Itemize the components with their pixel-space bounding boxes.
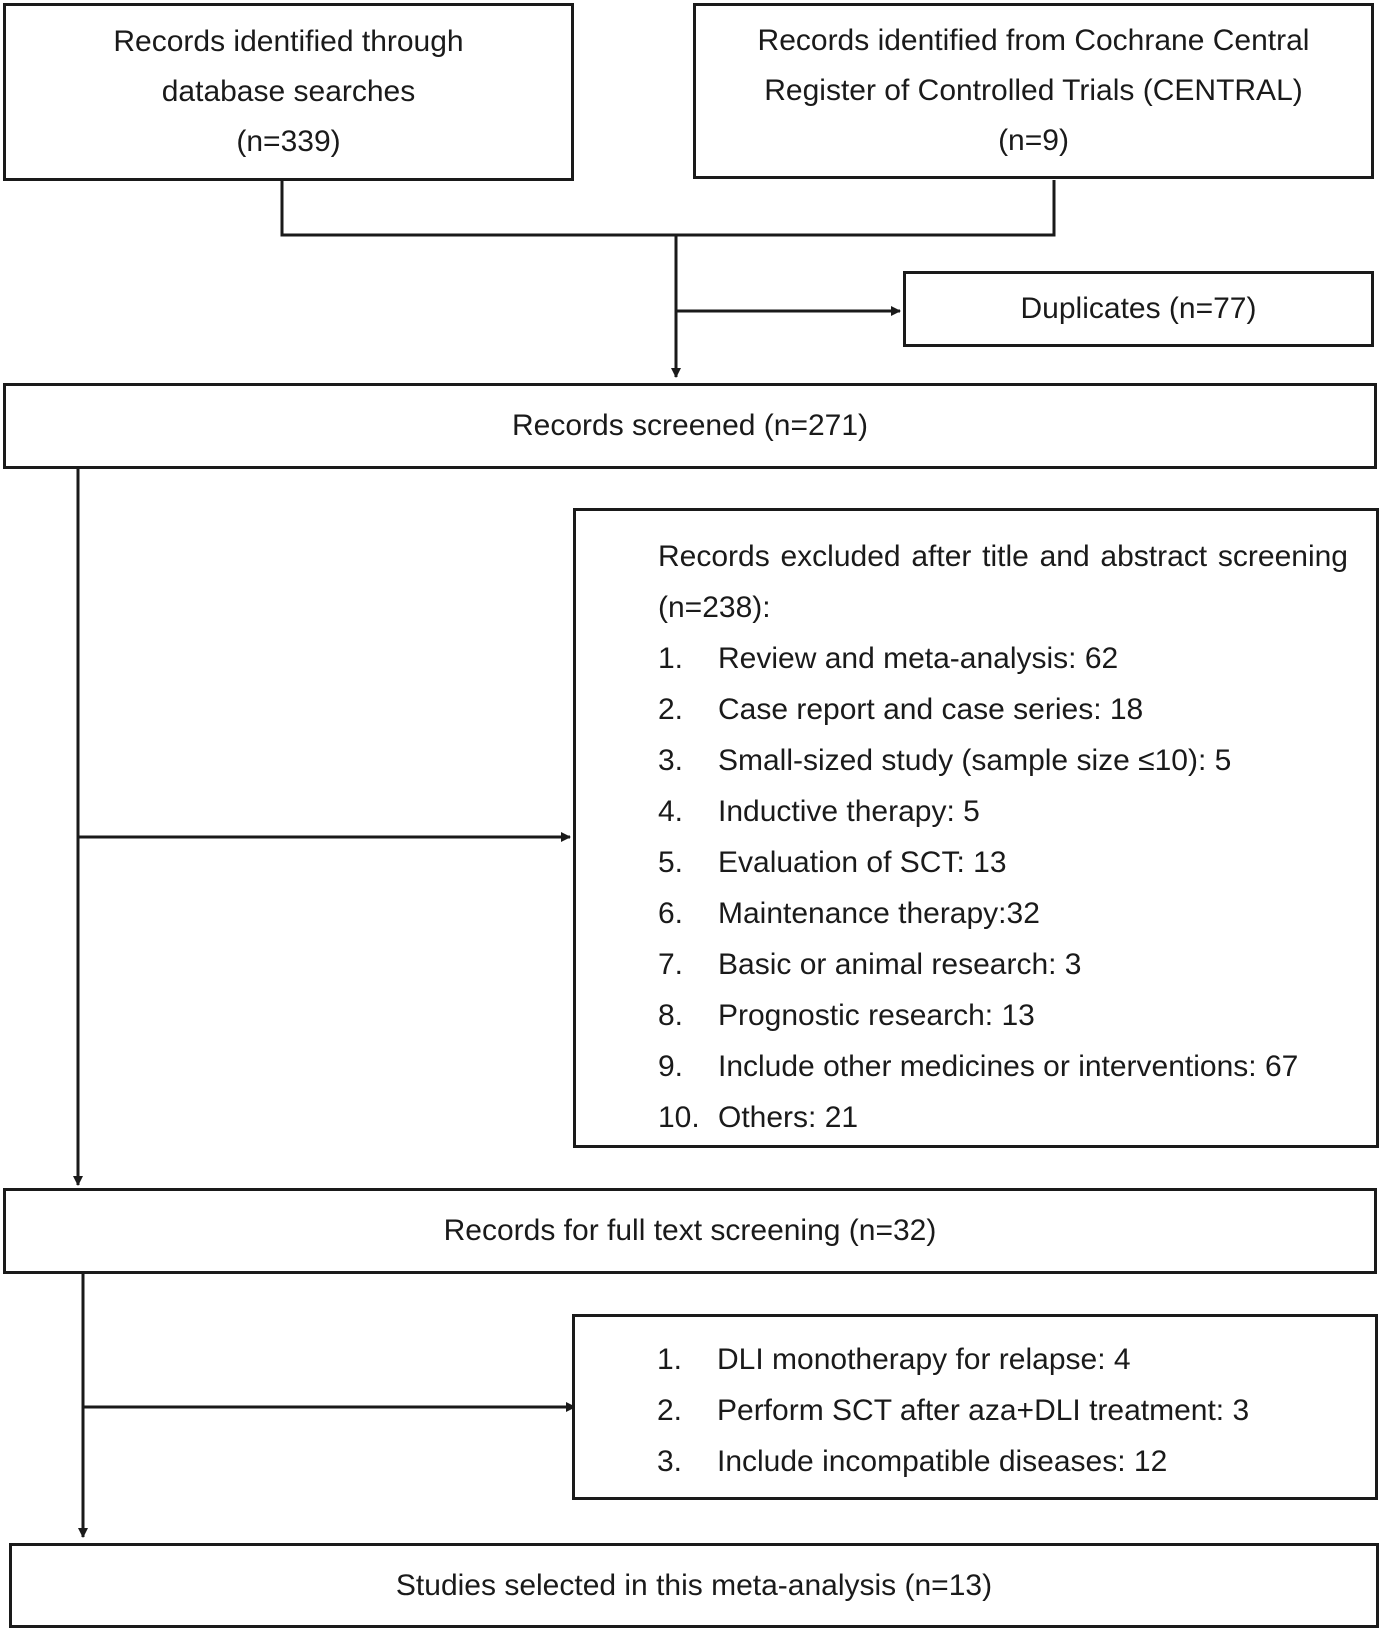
list-item-number: 4. <box>658 795 684 828</box>
list-item-number: 10. <box>658 1101 700 1134</box>
list-item-text: Basic or animal research: 3 <box>718 948 1082 981</box>
list-item-text: Small-sized study (sample size ≤10): 5 <box>718 744 1232 777</box>
fulltext-box: Records for full text screening (n=32) <box>3 1188 1377 1274</box>
list-item-text: Include incompatible diseases: 12 <box>717 1445 1168 1478</box>
central-line-3: (n=9) <box>998 124 1069 157</box>
list-item: 3. Small-sized study (sample size ≤10): … <box>658 735 1348 786</box>
list-item-text: Perform SCT after aza+DLI treatment: 3 <box>717 1394 1250 1427</box>
list-item-text: Include other medicines or interventions… <box>718 1050 1299 1083</box>
screened-label: Records screened (n=271) <box>511 409 869 442</box>
list-item-number: 8. <box>658 999 684 1032</box>
list-item-number: 3. <box>657 1445 683 1478</box>
central-box: Records identified from Cochrane Central… <box>693 3 1374 179</box>
list-item: 2. Perform SCT after aza+DLI treatment: … <box>657 1385 1355 1436</box>
list-item-number: 1. <box>658 642 684 675</box>
list-item-text: Case report and case series: 18 <box>718 693 1144 726</box>
db-search-box: Records identified through database sear… <box>3 3 574 181</box>
list-item-number: 5. <box>658 846 684 879</box>
excluded-title-intro: Records excluded after title and abstrac… <box>658 540 1348 624</box>
list-item-number: 3. <box>658 744 684 777</box>
list-item: 3. Include incompatible diseases: 12 <box>657 1436 1355 1487</box>
list-item-number: 1. <box>657 1343 683 1376</box>
list-item: 1. Review and meta-analysis: 62 <box>658 633 1348 684</box>
duplicates-box: Duplicates (n=77) <box>903 271 1374 347</box>
excluded-fulltext-box: 1. DLI monotherapy for relapse: 4 2. Per… <box>572 1314 1378 1500</box>
list-item: 9. Include other medicines or interventi… <box>658 1041 1348 1092</box>
db-search-line-2: database searches <box>161 75 416 108</box>
list-item-text: Prognostic research: 13 <box>718 999 1035 1032</box>
list-item: 10. Others: 21 <box>658 1092 1348 1143</box>
list-item-text: Evaluation of SCT: 13 <box>718 846 1007 879</box>
list-item-number: 9. <box>658 1050 684 1083</box>
db-search-line-1: Records identified through <box>113 25 464 58</box>
list-item-text: Review and meta-analysis: 62 <box>718 642 1119 675</box>
db-search-line-3: (n=339) <box>236 125 341 158</box>
list-item-text: DLI monotherapy for relapse: 4 <box>717 1343 1131 1376</box>
screened-box: Records screened (n=271) <box>3 383 1377 469</box>
selected-label: Studies selected in this meta-analysis (… <box>395 1568 993 1602</box>
list-item-text: Others: 21 <box>718 1101 859 1134</box>
central-line-1: Records identified from Cochrane Central <box>757 24 1310 57</box>
selected-box: Studies selected in this meta-analysis (… <box>9 1543 1379 1628</box>
list-item: 5. Evaluation of SCT: 13 <box>658 837 1348 888</box>
list-item: 7. Basic or animal research: 3 <box>658 939 1348 990</box>
list-item-number: 2. <box>657 1394 683 1427</box>
excluded-title-abstract-box: Records excluded after title and abstrac… <box>573 508 1379 1148</box>
duplicates-label: Duplicates (n=77) <box>1020 292 1257 325</box>
list-item-text: Inductive therapy: 5 <box>718 795 980 828</box>
list-item: 6. Maintenance therapy:32 <box>658 888 1348 939</box>
list-item: 2. Case report and case series: 18 <box>658 684 1348 735</box>
list-item-number: 2. <box>658 693 684 726</box>
list-item: 8. Prognostic research: 13 <box>658 990 1348 1041</box>
list-item-text: Maintenance therapy:32 <box>718 897 1040 930</box>
list-item-number: 7. <box>658 948 684 981</box>
list-item: 1. DLI monotherapy for relapse: 4 <box>657 1334 1355 1385</box>
central-line-2: Register of Controlled Trials (CENTRAL) <box>764 74 1303 107</box>
list-item: 4. Inductive therapy: 5 <box>658 786 1348 837</box>
fulltext-label: Records for full text screening (n=32) <box>443 1214 937 1247</box>
merge-connector <box>280 180 1056 237</box>
list-item-number: 6. <box>658 897 684 930</box>
